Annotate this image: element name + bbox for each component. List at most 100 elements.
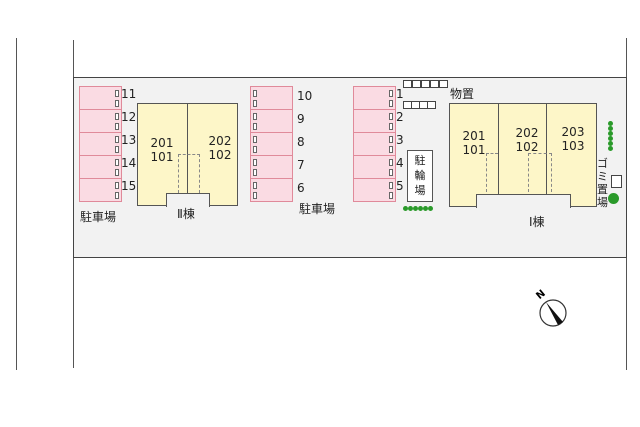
wheel-stop: [389, 100, 393, 107]
shrub-icon: [608, 126, 613, 131]
unit-label: 201: [150, 136, 174, 150]
parking-space: [250, 178, 293, 202]
parking-number: 5: [396, 179, 404, 193]
wheel-stop: [115, 90, 119, 97]
entrance-notch: [476, 194, 499, 208]
parking-space: [79, 155, 122, 179]
wheel-stop: [115, 192, 119, 199]
parking-number: 9: [297, 112, 305, 126]
storage-box: [421, 80, 430, 88]
boundary-line-left: [16, 38, 17, 370]
parking-space: [353, 132, 396, 156]
shrub-icon: [418, 206, 423, 211]
wheel-stop: [389, 192, 393, 199]
shrub-icon: [608, 136, 613, 141]
wheel-stop: [389, 113, 393, 120]
wheel-stop: [389, 159, 393, 166]
parking-number: 1: [396, 87, 404, 101]
storage-box: [427, 101, 436, 109]
parking-space: [79, 132, 122, 156]
parking-number: 3: [396, 133, 404, 147]
tree-icon: [608, 193, 619, 204]
wheel-stop: [253, 182, 257, 189]
entrance-notch: [526, 194, 571, 208]
unit-label: 103: [561, 139, 585, 153]
wheel-stop: [253, 100, 257, 107]
parking-number: 6: [297, 181, 305, 195]
shrub-icon: [403, 206, 408, 211]
parking-space: [353, 109, 396, 133]
wheel-stop: [389, 123, 393, 130]
building-2-label: Ⅱ棟: [177, 207, 195, 221]
building-1-label: Ⅰ棟: [529, 215, 545, 229]
compass-north-label: N: [534, 288, 547, 302]
storage-label: 物置: [450, 87, 475, 101]
wheel-stop: [253, 169, 257, 176]
wheel-stop: [115, 123, 119, 130]
entrance-notch: [166, 193, 210, 207]
wheel-stop: [253, 136, 257, 143]
parking-number: 2: [396, 110, 404, 124]
shrub-icon: [408, 206, 413, 211]
wheel-stop: [253, 113, 257, 120]
parking-space: [353, 86, 396, 110]
parking-space: [250, 109, 293, 133]
parking-space: [250, 132, 293, 156]
wheel-stop: [115, 182, 119, 189]
compass-icon: N: [534, 288, 567, 327]
parking-left-label: 駐車場: [80, 210, 117, 224]
parking-number: 8: [297, 135, 305, 149]
shrub-icon: [608, 121, 613, 126]
parking-space: [79, 178, 122, 202]
unit-label: 202: [208, 134, 232, 148]
unit-label: 201: [462, 129, 486, 143]
stairs-outline: [178, 154, 200, 193]
unit-label: 102: [515, 140, 539, 154]
wheel-stop: [253, 192, 257, 199]
parking-number: 4: [396, 156, 404, 170]
parking-space: [79, 109, 122, 133]
parking-space: [353, 155, 396, 179]
parking-space: [353, 178, 396, 202]
storage-box: [430, 80, 439, 88]
wheel-stop: [115, 159, 119, 166]
parking-number: 14: [121, 156, 137, 170]
unit-label: 203: [561, 125, 585, 139]
parking-number: 12: [121, 110, 137, 124]
wheel-stop: [253, 159, 257, 166]
stairs-outline: [528, 153, 552, 192]
wheel-stop: [253, 146, 257, 153]
wheel-stop: [389, 136, 393, 143]
wheel-stop: [389, 90, 393, 97]
unit-label: 202: [515, 126, 539, 140]
wheel-stop: [115, 136, 119, 143]
parking-space: [79, 86, 122, 110]
unit-label: 102: [208, 148, 232, 162]
parking-space: [250, 86, 293, 110]
shrub-icon: [608, 131, 613, 136]
parking-number: 15: [121, 179, 137, 193]
unit-label: 101: [462, 143, 486, 157]
parking-number: 13: [121, 133, 137, 147]
storage-box: [403, 80, 412, 88]
storage-box: [412, 80, 421, 88]
wheel-stop: [115, 169, 119, 176]
wheel-stop: [389, 182, 393, 189]
parking-space: [250, 155, 293, 179]
parking-number: 11: [121, 87, 137, 101]
bicycle-parking: 駐 輪 場: [407, 150, 433, 202]
wheel-stop: [115, 113, 119, 120]
shrub-icon: [423, 206, 428, 211]
shrub-icon: [608, 146, 613, 151]
parking-number: 10: [297, 89, 313, 103]
wheel-stop: [389, 169, 393, 176]
wheel-stop: [253, 90, 257, 97]
wheel-stop: [253, 123, 257, 130]
